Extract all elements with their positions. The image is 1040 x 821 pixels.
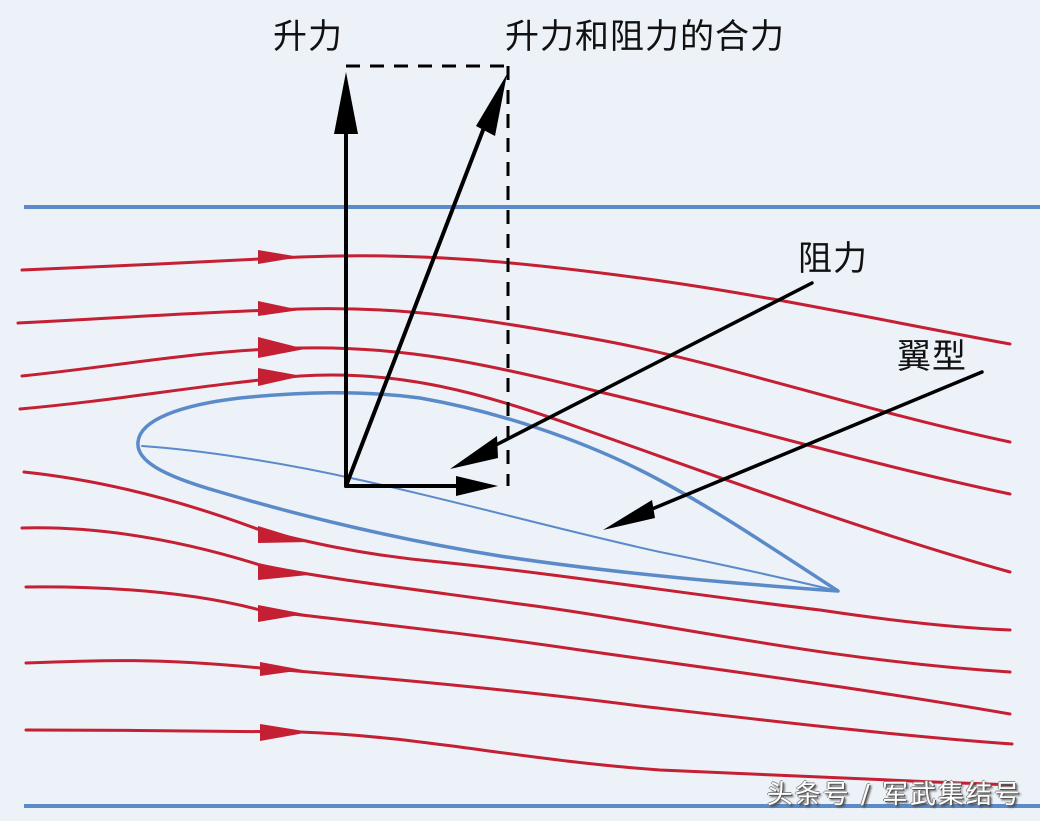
streamline-5 [22, 470, 1012, 632]
flow-arrow-icon [258, 301, 300, 316]
flow-arrow-icon [258, 526, 310, 543]
flow-arrow-icon [258, 605, 305, 622]
flow-arrow-icon [260, 724, 310, 741]
lift-arrowhead-icon [334, 72, 358, 134]
resultant-force-label: 升力和阻力的合力 [505, 17, 785, 57]
lift-label: 升力 [273, 17, 343, 57]
lower-streamlines [20, 470, 1016, 787]
flow-arrow-icon [258, 337, 305, 358]
streamline-3 [20, 346, 1012, 496]
airfoil-label: 翼型 [897, 337, 967, 377]
streamline-6 [20, 526, 1012, 674]
flow-arrow-icon [258, 563, 308, 580]
drag-leader-arrowhead-icon [450, 436, 498, 469]
drag-leader-line [488, 281, 814, 450]
airfoil-outline [136, 391, 840, 593]
streamline-arrowheads [258, 250, 310, 741]
streamline-8 [24, 659, 1014, 746]
airfoil-leader-arrowhead-icon [603, 500, 655, 530]
streamline-7 [24, 585, 1012, 716]
flow-arrow-icon [258, 250, 300, 264]
airfoil-camber-line [141, 445, 839, 592]
streamline-1 [20, 254, 1012, 346]
streamline-2 [16, 307, 1012, 444]
flow-arrow-icon [258, 368, 302, 386]
force-vectors [344, 108, 984, 516]
vector-arrowheads [334, 72, 655, 530]
airfoil-leader-line [638, 370, 984, 516]
upper-streamlines [16, 254, 1012, 574]
flow-arrow-icon [260, 662, 303, 676]
force-parallelogram [346, 64, 510, 486]
streamline-9 [24, 728, 1016, 787]
airfoil-shape [136, 391, 840, 593]
drag-label: 阻力 [798, 239, 868, 279]
watermark: 头条号 / 军武集结号 [766, 780, 1022, 810]
drag-arrowhead-icon [456, 476, 498, 496]
resultant-vector [344, 110, 492, 488]
resultant-arrowhead-icon [476, 74, 507, 136]
streamline-4 [18, 373, 1012, 574]
